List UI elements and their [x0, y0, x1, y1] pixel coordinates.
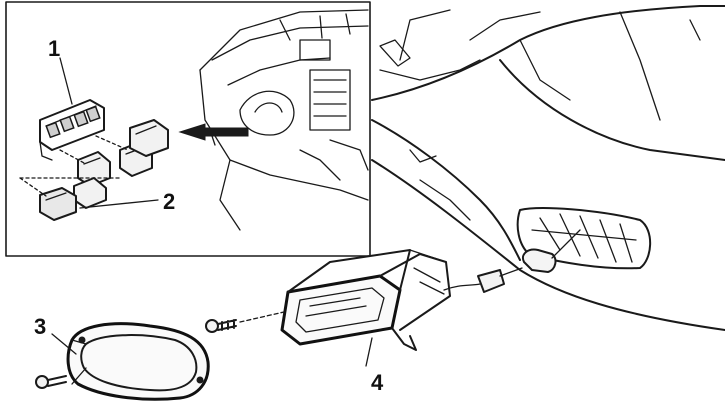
- fog-switch-knob-icon: [73, 119, 169, 209]
- leader-1: [59, 57, 73, 105]
- lamp-bezel-icon: [66, 322, 210, 401]
- switch-panel-icon: [39, 99, 105, 161]
- bumper-icon: [371, 5, 725, 331]
- fog-lamp-icon: [280, 249, 523, 351]
- leader-4: [365, 337, 373, 367]
- callout-3: 3: [34, 314, 46, 339]
- bezel-screw-icon: [35, 375, 67, 389]
- dashboard-icon: [199, 9, 369, 231]
- screw-icon: [205, 319, 237, 333]
- location-arrow: [178, 123, 249, 141]
- inset-frame: [5, 1, 371, 257]
- callout-2: 2: [163, 189, 175, 214]
- screw-leader: [239, 311, 285, 323]
- callout-4: 4: [371, 370, 384, 395]
- callout-1: 1: [48, 36, 60, 61]
- switch-2-icon: [39, 187, 77, 221]
- explode-lines: [19, 135, 129, 197]
- leader-3: [51, 333, 77, 355]
- leader-2: [79, 199, 159, 209]
